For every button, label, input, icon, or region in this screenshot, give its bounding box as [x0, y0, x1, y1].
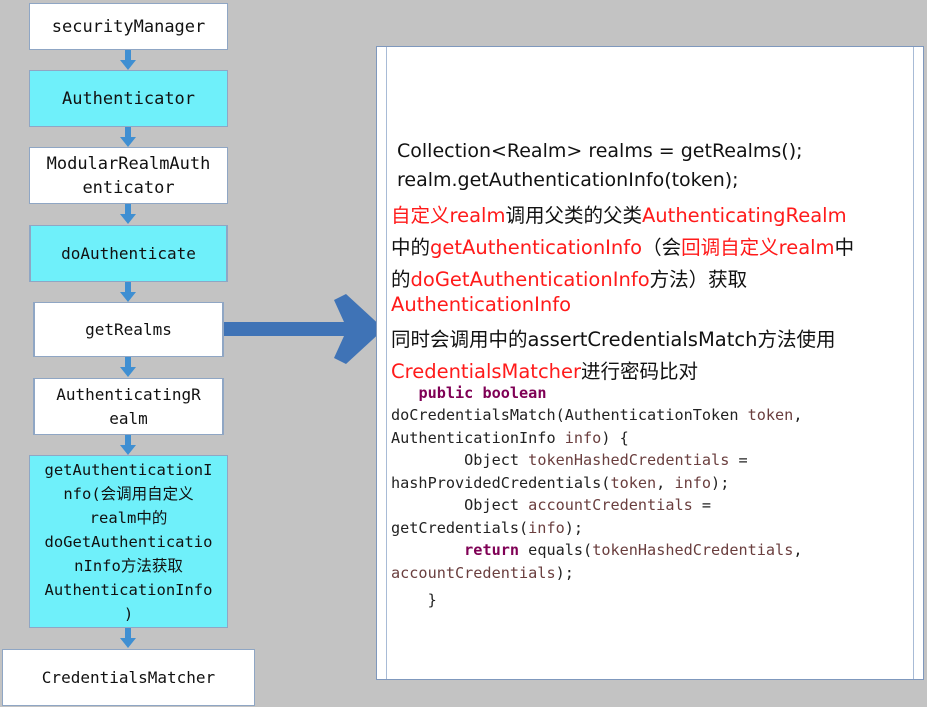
panel-line-custom-realm: 自定义realm调用父类的父类AuthenticatingRealm	[391, 204, 847, 227]
code-line: hashProvidedCredentials(token, info);	[391, 474, 730, 492]
get-realms-label: getRealms	[85, 320, 172, 339]
auth-info-line: getAuthenticationI	[44, 460, 213, 479]
explanation-panel: Collection<Realm> realms = getRealms(); …	[376, 46, 924, 680]
down-arrow-icon	[120, 282, 136, 302]
code-line: public boolean	[418, 384, 547, 402]
authenticator-box: Authenticator	[29, 70, 228, 127]
down-arrow-icon	[120, 127, 136, 147]
auth-info-line: doGetAuthenticatio	[44, 532, 213, 551]
do-authenticate-box: doAuthenticate	[29, 225, 228, 282]
code-line: Object tokenHashedCredentials =	[464, 451, 748, 469]
code-line: return equals(tokenHashedCredentials,	[464, 541, 803, 559]
security-manager-label: securityManager	[51, 16, 206, 37]
authenticating-label-line1: AuthenticatingR	[56, 384, 201, 404]
auth-info-line: realm中的	[89, 508, 168, 527]
panel-line-do-get: 的doGetAuthenticationInfo方法）获取	[391, 268, 748, 291]
authenticator-label: Authenticator	[61, 88, 196, 109]
credentials-matcher-label: CredentialsMatcher	[41, 668, 216, 687]
panel-line-get-auth-info: realm.getAuthenticationInfo(token);	[397, 169, 739, 191]
code-line: accountCredentials);	[391, 564, 574, 582]
code-line: doCredentialsMatch(AuthenticationToken t…	[391, 406, 803, 424]
down-arrow-icon	[120, 435, 136, 455]
code-line: }	[427, 591, 437, 609]
down-arrow-icon	[120, 204, 136, 224]
code-line: getCredentials(info);	[391, 519, 584, 537]
modular-label-line2: enticator	[82, 177, 175, 198]
do-authenticate-label: doAuthenticate	[61, 244, 196, 263]
auth-info-line: AuthenticationInfo	[44, 580, 213, 599]
down-arrow-icon	[120, 628, 136, 648]
authenticating-realm-box: AuthenticatingR ealm	[33, 378, 224, 435]
auth-info-line: nInfo方法获取	[74, 556, 183, 575]
authenticating-label-line2: ealm	[109, 408, 148, 428]
panel-line-assert-credentials: 同时会调用中的assertCredentialsMatch方法使用	[391, 328, 836, 351]
security-manager-box: securityManager	[29, 3, 228, 50]
down-arrow-icon	[120, 50, 136, 70]
credentials-matcher-box: CredentialsMatcher	[2, 649, 255, 706]
get-realms-box: getRealms	[33, 302, 224, 357]
panel-line-get-realms: Collection<Realm> realms = getRealms();	[397, 140, 803, 162]
down-arrow-icon	[120, 357, 136, 377]
panel-line-authentication-info: AuthenticationInfo	[391, 293, 572, 316]
auth-info-line: )	[123, 604, 134, 623]
code-line: Object accountCredentials =	[464, 496, 712, 514]
right-arrow-icon	[224, 294, 384, 364]
auth-info-line: nfo(会调用自定义	[63, 484, 194, 503]
modular-label-line1: ModularRealmAuth	[46, 153, 211, 174]
get-authentication-info-box: getAuthenticationI nfo(会调用自定义 realm中的 do…	[29, 455, 228, 628]
panel-line-callback: 中的getAuthenticationInfo（会回调自定义realm中	[391, 236, 855, 259]
modular-realm-authenticator-box: ModularRealmAuth enticator	[29, 147, 228, 204]
panel-line-credentials-matcher: CredentialsMatcher进行密码比对	[391, 360, 699, 383]
code-line: AuthenticationInfo info) {	[391, 429, 629, 447]
